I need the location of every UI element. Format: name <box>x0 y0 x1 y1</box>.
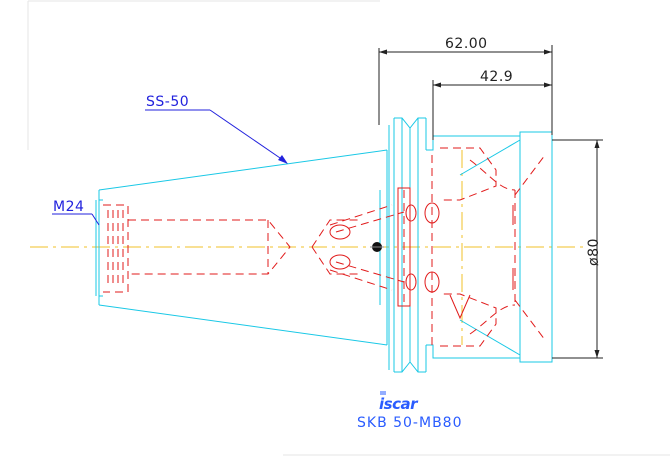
callout-ss50-label: SS-50 <box>146 94 189 110</box>
dimension-62 <box>378 45 553 135</box>
dimension-42-9 <box>432 80 552 140</box>
holder-outline <box>95 117 553 373</box>
dimension-diameter-label: ø80 <box>586 238 602 266</box>
hidden-lines <box>103 147 546 347</box>
center-point-marker <box>370 242 384 252</box>
clamp-balls <box>329 202 440 293</box>
svg-text:iscar: iscar <box>379 395 419 413</box>
part-number: SKB 50-MB80 <box>357 415 463 431</box>
iscar-logo: iscar <box>379 391 420 413</box>
callout-m24 <box>52 213 100 226</box>
callout-ss50 <box>145 109 288 164</box>
dimension-62-label: 62.00 <box>445 36 488 52</box>
dimension-42-9-label: 42.9 <box>480 69 513 85</box>
callout-m24-label: M24 <box>53 199 84 215</box>
dimension-diameter <box>552 139 603 359</box>
